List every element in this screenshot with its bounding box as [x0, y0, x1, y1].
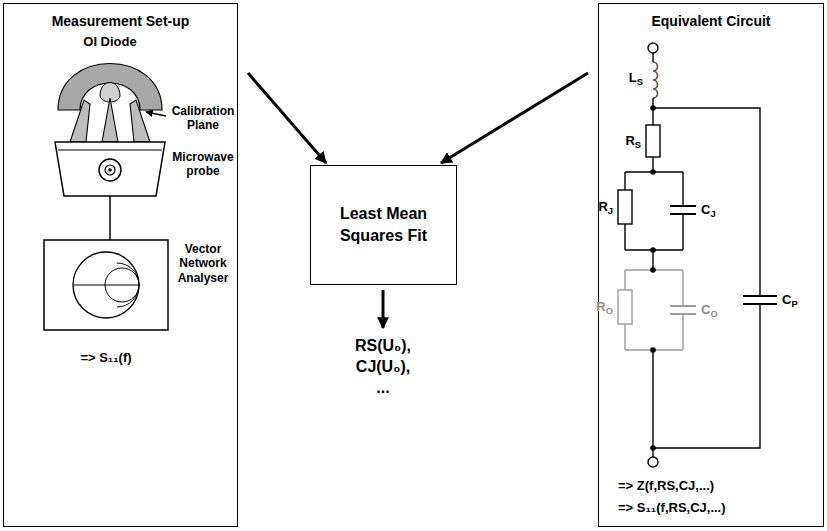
result-arrow: [382, 290, 385, 328]
flow-arrow: [248, 73, 326, 163]
process-box: Least Mean Squares Fit: [310, 165, 457, 285]
component-label: LS: [629, 70, 643, 86]
result-label: ...: [376, 378, 389, 397]
junction-dots: [650, 105, 656, 451]
result-label: CJ(U₀),: [356, 357, 410, 376]
signal-label: => S₁₁(f): [80, 350, 131, 366]
panel-title: Measurement Set-up: [4, 4, 237, 29]
cable: [109, 196, 111, 240]
component-label: CP: [782, 292, 798, 308]
part-label: Calibration Plane: [170, 104, 236, 133]
flow-arrow: [441, 73, 588, 163]
formula-label: => Z(f,RS,CJ,...): [618, 478, 714, 494]
vna-figure: [44, 240, 168, 330]
circuit-schematic: [618, 43, 777, 467]
panel-title: Equivalent Circuit: [599, 4, 823, 29]
probe-tips: [70, 98, 150, 142]
part-label: OI Diode: [83, 34, 136, 50]
part-label: Microwave probe: [170, 150, 236, 179]
result-label: RS(U₀),: [355, 336, 411, 355]
probe-body: [55, 142, 165, 196]
component-label: RS: [625, 133, 641, 149]
box-label: Least Mean Squares Fit: [321, 203, 446, 246]
component-label: RJ: [598, 199, 613, 215]
component-label: CJ: [701, 202, 716, 218]
component-label: CO: [701, 302, 718, 318]
component-label: RO: [596, 299, 613, 315]
formula-label: => S₁₁(f,RS,CJ,...): [618, 500, 726, 516]
part-label: Vector Network Analyser: [171, 242, 235, 285]
leader-line: [146, 112, 166, 116]
